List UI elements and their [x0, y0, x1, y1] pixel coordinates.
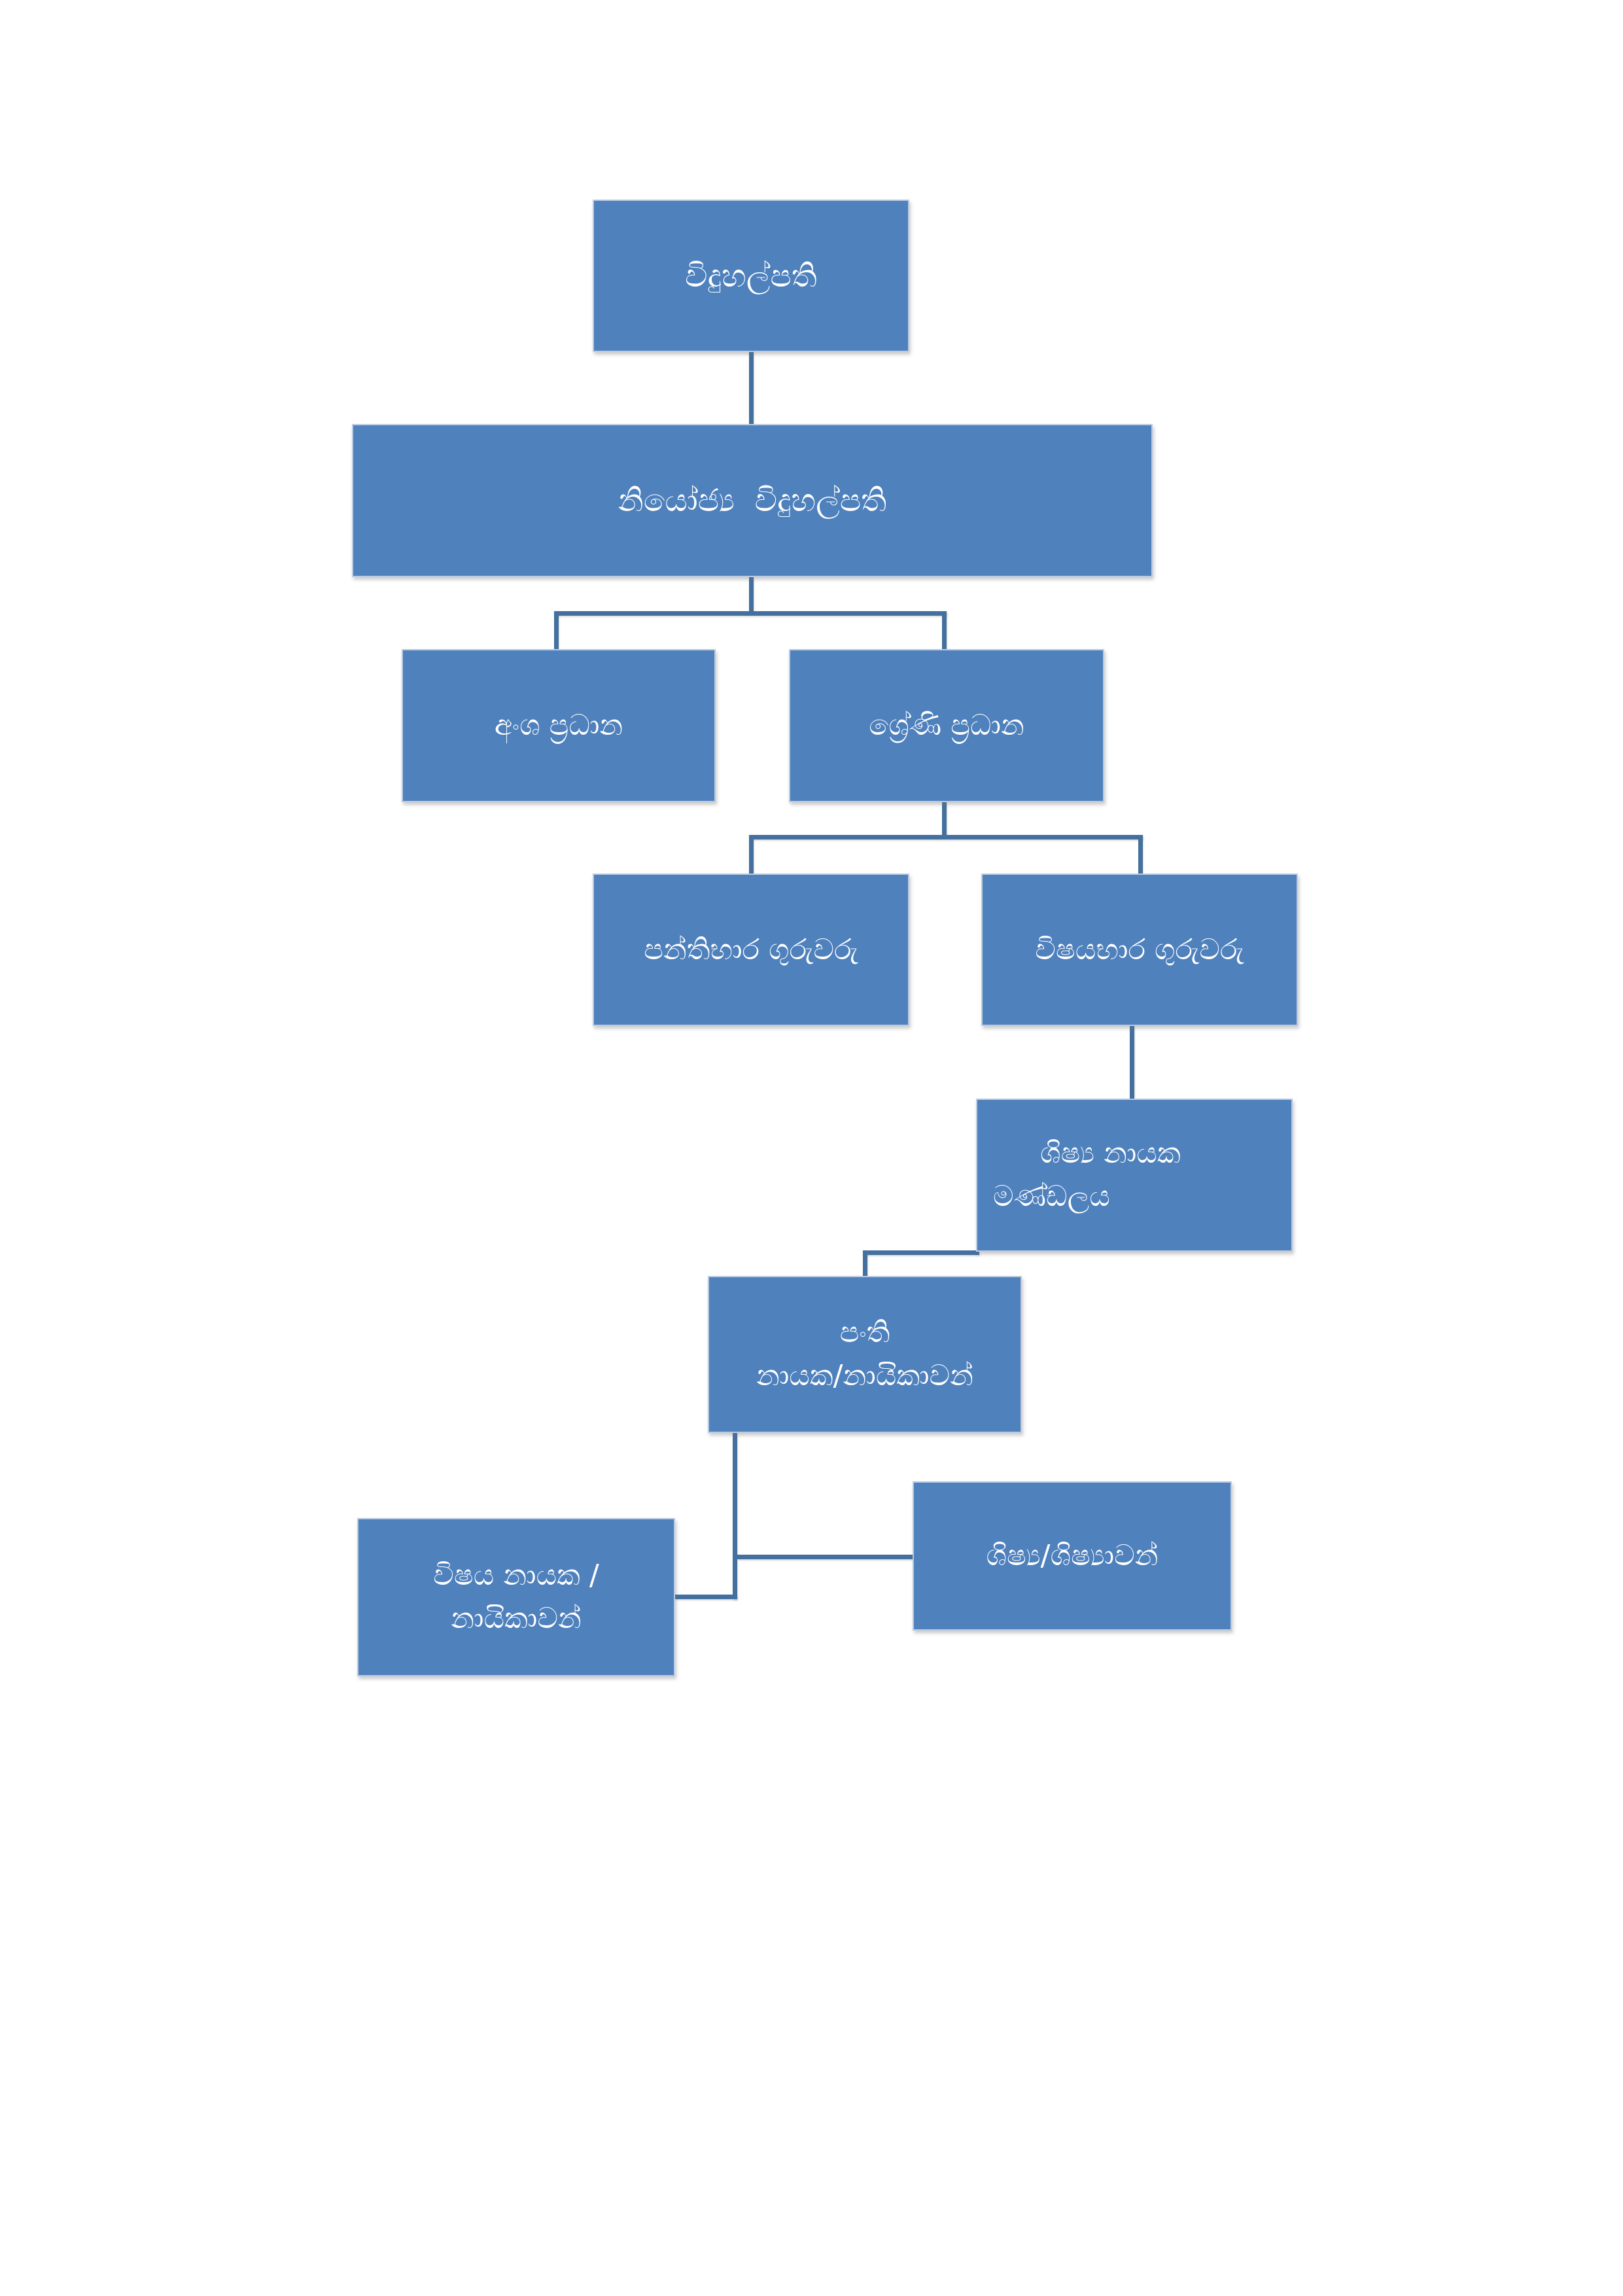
org-node-label-line: නායක/නායිකාවන්: [756, 1359, 973, 1392]
connector-drop-section-head: [554, 611, 559, 650]
org-node-principal: විදුහල්පති: [593, 200, 909, 352]
org-node-section-head: අංශ ප්‍රධාන: [402, 649, 716, 802]
org-node-grade-head: ශ්‍රේණි ප්‍රධාන: [789, 649, 1104, 802]
connector-drop-class-teachers: [749, 835, 754, 875]
connector-leader-board-monitors-vertical: [863, 1250, 867, 1277]
connector-grade-children-bar: [749, 835, 1143, 839]
org-node-label-line: මණ්ඩලය: [993, 1180, 1110, 1213]
connector-deputy-children-bar: [554, 611, 947, 616]
connector-subject-teachers-leader-board: [1130, 1026, 1134, 1100]
org-node-label-line: නායිකාවන්: [451, 1602, 582, 1635]
connector-grade-head-stem: [942, 802, 947, 838]
connector-deputy-stem: [749, 577, 754, 614]
connector-drop-subject-teachers: [1138, 835, 1143, 875]
connector-monitors-subject-leaders: [675, 1595, 737, 1599]
connector-leader-board-monitors-horizontal: [863, 1250, 979, 1255]
org-node-class-monitors: පංති නායක/නායිකාවන්: [708, 1276, 1022, 1433]
connector-monitors-students: [737, 1555, 914, 1559]
org-node-label-line: ශිෂ්‍ය නායක: [1040, 1137, 1181, 1170]
org-node-subject-teachers: විෂයභාර ගුරුවරු: [981, 874, 1298, 1026]
org-node-label-line: විෂය නායක /: [433, 1559, 599, 1592]
org-node-student-leader-board: ශිෂ්‍ය නායක මණ්ඩලය: [976, 1099, 1293, 1252]
connector-monitors-stem: [733, 1433, 737, 1599]
org-node-deputy-principal: නියෝජ්‍ය විදුහල්පති: [352, 424, 1153, 577]
org-node-subject-leaders: විෂය නායක / නායිකාවන්: [357, 1518, 675, 1676]
org-node-class-teachers: පන්තිභාර ගුරුවරු: [593, 874, 909, 1026]
connector-principal-deputy: [749, 352, 754, 425]
org-node-label-line: පංති: [839, 1316, 890, 1349]
connector-drop-grade-head: [942, 611, 947, 650]
org-node-students: ශිෂ්‍ය/ශිෂ්‍යාවන්: [913, 1481, 1232, 1631]
